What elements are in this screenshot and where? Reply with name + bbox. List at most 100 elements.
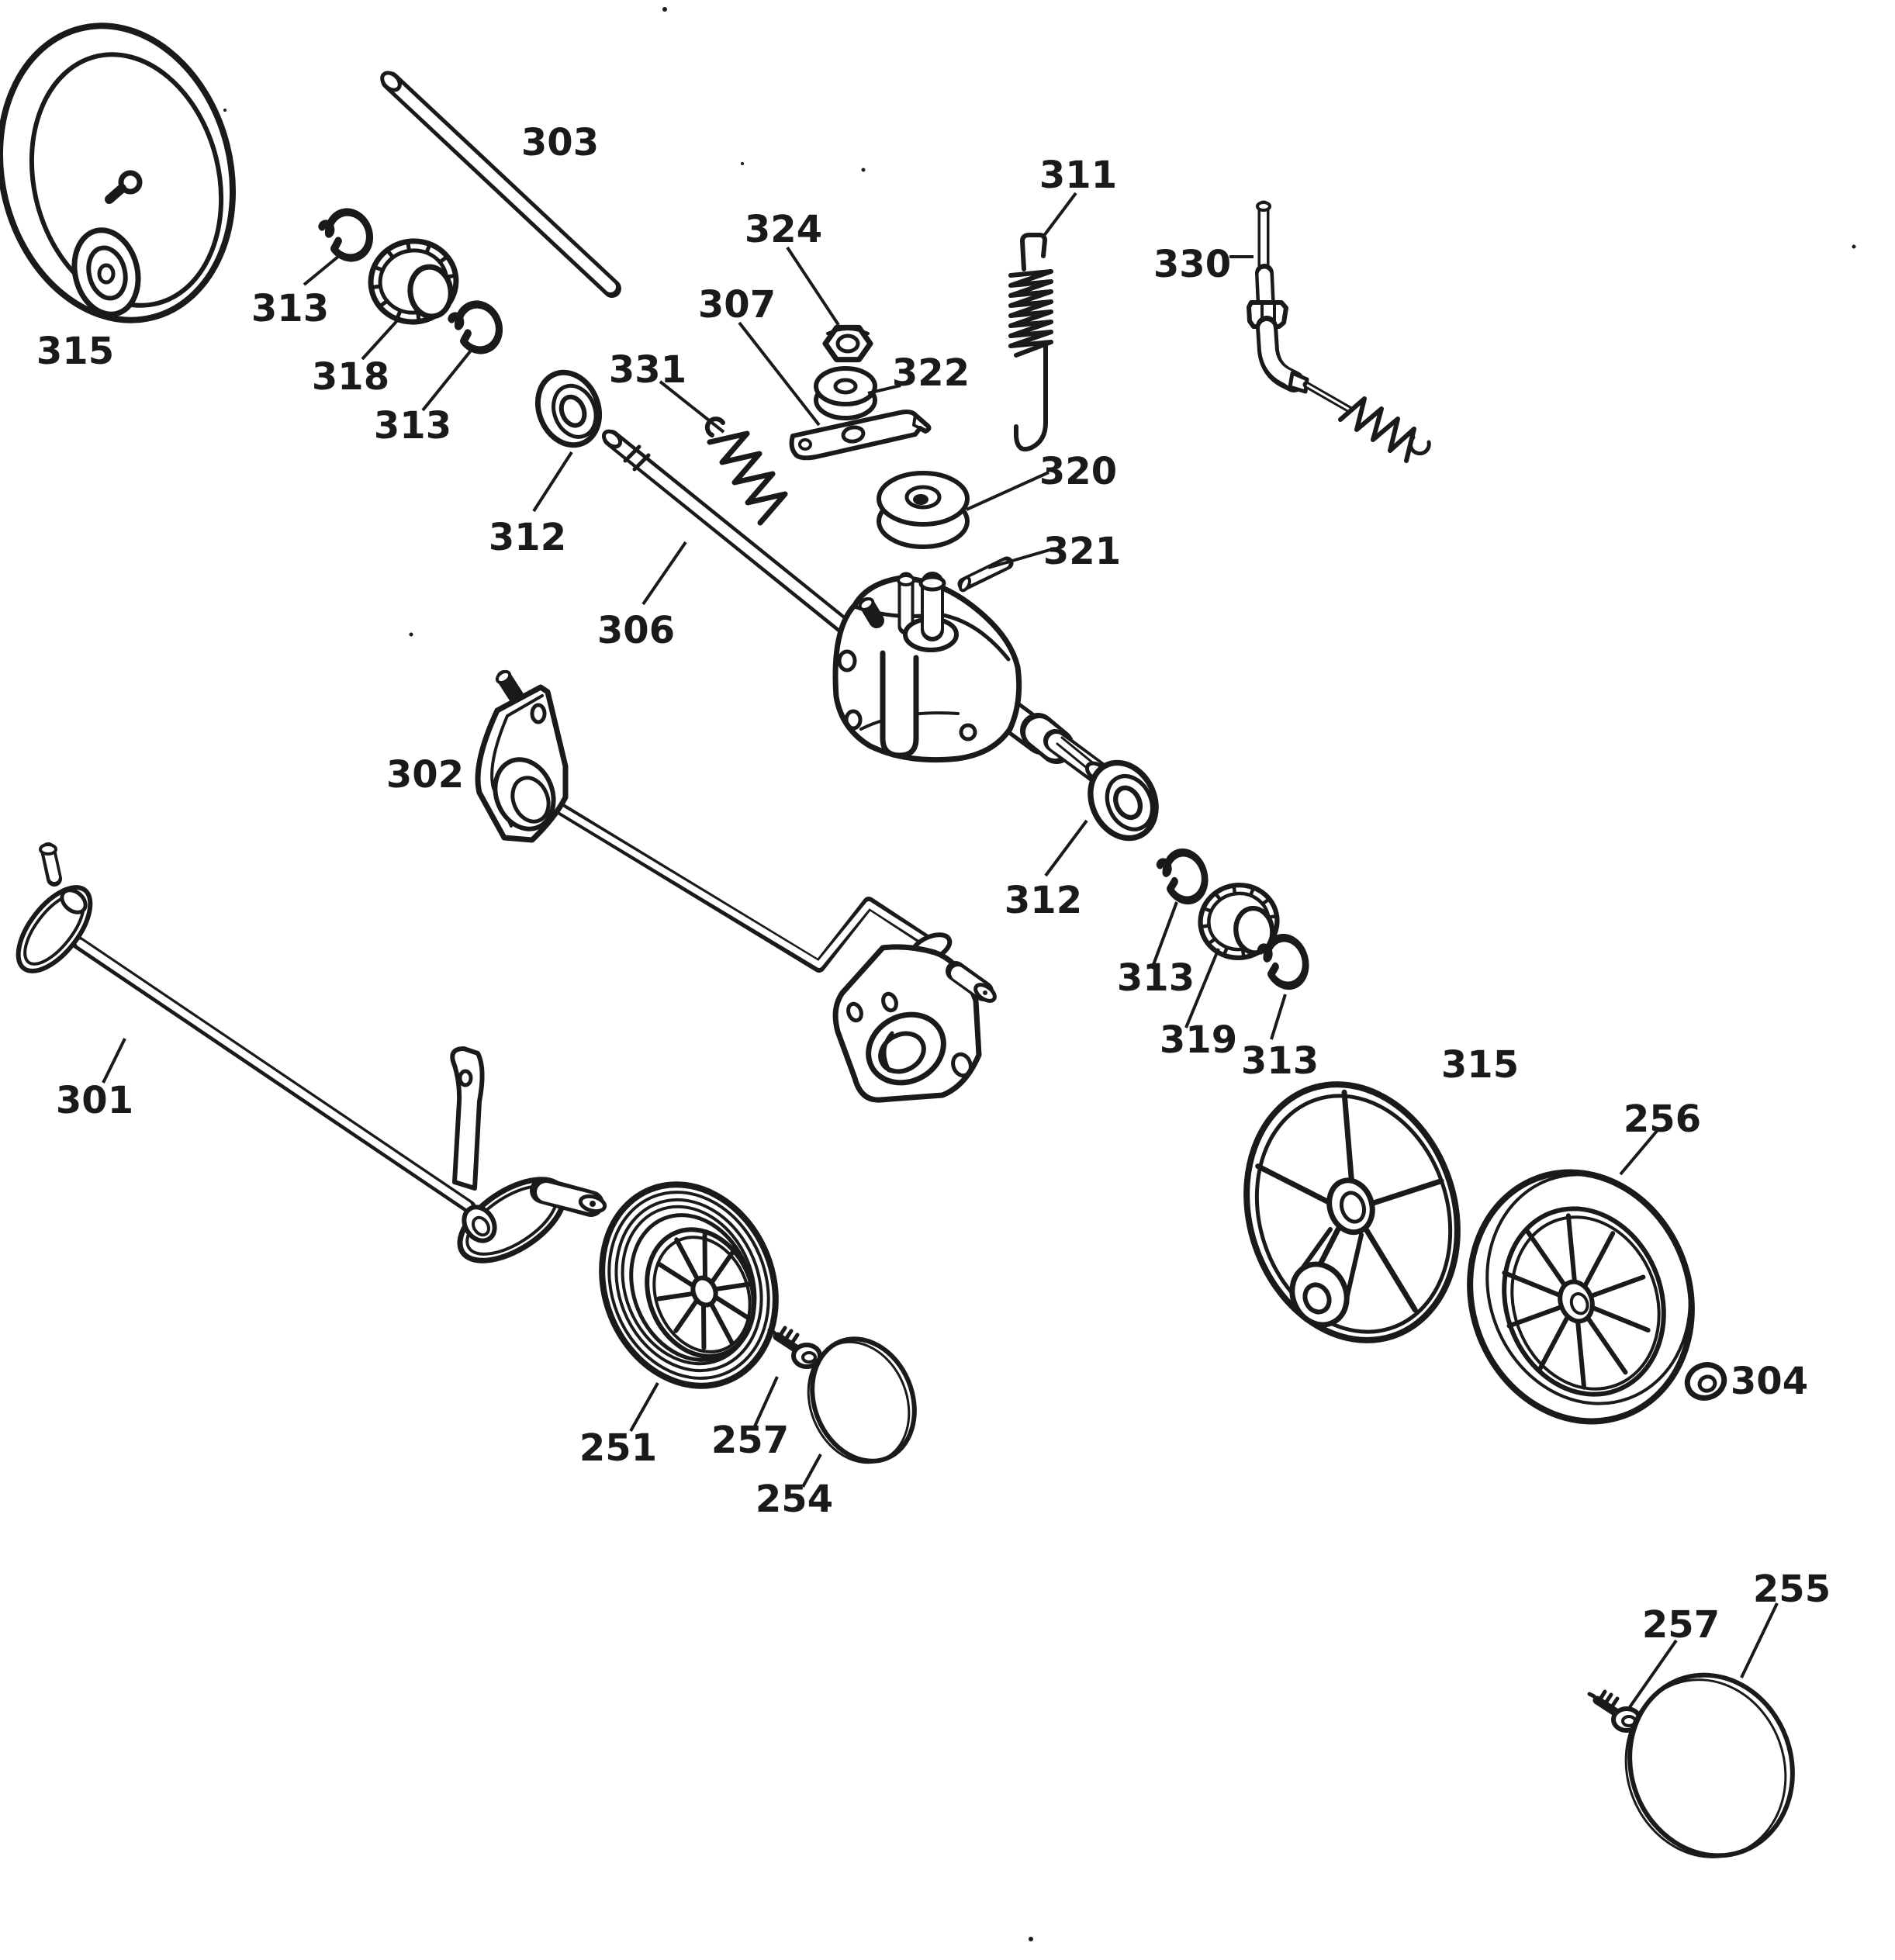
wheel-spokes: [1502, 1213, 1651, 1390]
nut-hex: [822, 324, 873, 363]
cam-disc: [1289, 1261, 1350, 1328]
wheel-hub: [690, 1275, 718, 1308]
callout-313-upper-a: 313: [251, 287, 329, 330]
spring-coils: [1008, 269, 1053, 358]
left-flange-hub: [60, 888, 88, 914]
right-flange-hub-bore: [472, 1215, 490, 1237]
cable-wire-core: [1306, 384, 1350, 410]
part-pivot-bracket-302: [475, 669, 997, 1103]
callout-leader-lines: [102, 192, 1779, 1709]
callout-307: 307: [698, 283, 776, 327]
tire-sidewall: [1485, 1173, 1692, 1405]
part-grommet-304: [1684, 1362, 1727, 1401]
top-pin-cap: [897, 574, 915, 586]
shaft-core: [607, 434, 884, 659]
speck: [409, 632, 413, 637]
part-bracket-307: [789, 410, 932, 461]
callout-319: 319: [1160, 1018, 1237, 1062]
upper-hub: [493, 757, 556, 831]
callout-331: 331: [609, 348, 686, 392]
cap-edge: [807, 1340, 911, 1464]
part-wheel-cover-315: [0, 22, 237, 323]
callout-322: 322: [892, 351, 970, 395]
callout-labels: 315 313 318 313 303 312 331 306 307 324 …: [36, 121, 1831, 1647]
tread-ring-3: [621, 1205, 757, 1366]
pivot-rod: [551, 800, 943, 973]
callout-313-upper-b: 313: [374, 404, 451, 448]
speck: [1852, 244, 1856, 249]
part-shaft-306: [601, 429, 889, 664]
callout-251: 251: [579, 1426, 657, 1470]
part-screw-257-center: [769, 1328, 820, 1367]
part-retaining-ring-313-c: [1158, 848, 1210, 905]
wheel-spokes: [656, 1232, 752, 1350]
washer-upper: [814, 366, 877, 406]
part-bearing-312-left: [527, 363, 610, 454]
hub-mid: [86, 245, 128, 301]
part-retaining-ring-313-b: [449, 299, 506, 357]
callout-301: 301: [56, 1079, 133, 1122]
spring-bottom-wire: [1014, 343, 1048, 452]
part-pin-321: [957, 556, 1014, 593]
bracket-outline: [789, 410, 932, 461]
spring-coils: [707, 430, 788, 526]
rod-core: [386, 77, 616, 292]
part-washer-322: [814, 366, 877, 420]
tread-ring-1: [607, 1191, 770, 1380]
spoke-lines: [1502, 1213, 1651, 1390]
callout-312-left: 312: [489, 516, 566, 559]
hub-bore: [97, 263, 116, 285]
callout-257-center: 257: [711, 1419, 789, 1462]
lower-stub-hole: [983, 990, 987, 995]
left-flange-outer: [16, 885, 93, 973]
callout-254: 254: [756, 1478, 833, 1521]
upper-hub-bore: [510, 776, 551, 824]
speck: [662, 7, 667, 12]
grommet-bore: [1697, 1374, 1717, 1393]
cable-nose: [1288, 371, 1309, 394]
pulley-bore: [913, 494, 928, 505]
pivot-rod-core: [556, 805, 939, 968]
part-gearbox-assembly: [832, 572, 1109, 784]
part-cable-330: [1247, 200, 1431, 463]
callout-255: 255: [1753, 1568, 1831, 1611]
spoke-lines: [656, 1232, 752, 1350]
callout-312-right: 312: [1005, 879, 1082, 922]
part-wheel-251: [599, 1181, 779, 1389]
front-cylinder: [880, 650, 919, 759]
part-rod-303: [380, 71, 621, 298]
ear-hole-a: [837, 649, 857, 672]
left-stub-core: [44, 849, 59, 882]
input-shaft-cap: [918, 575, 946, 592]
callout-318: 318: [312, 355, 389, 399]
callout-313-lower-b: 313: [1241, 1039, 1319, 1083]
photocopy-specks: [223, 7, 1856, 1941]
part-spring-331: [704, 417, 788, 526]
rim-inner: [1510, 1215, 1661, 1391]
right-stub-hole: [590, 1201, 596, 1207]
grommet-outer: [1684, 1362, 1727, 1401]
callout-320: 320: [1039, 450, 1117, 493]
left-stub-cap: [858, 597, 875, 611]
cover-bolt: [959, 723, 977, 741]
lower-plate-hole-b: [881, 991, 898, 1013]
callout-304: 304: [1731, 1360, 1808, 1403]
lower-plate-hole-c: [951, 1052, 973, 1078]
speck: [861, 168, 866, 172]
speck: [741, 162, 744, 165]
part-spring-311: [1008, 233, 1053, 452]
part-lock-nut-324: [822, 324, 873, 363]
bracket-hook: [912, 413, 923, 430]
callout-313-lower-a: 313: [1117, 956, 1195, 1000]
left-flange-plate: [16, 885, 93, 973]
pin-end-cap: [958, 576, 972, 593]
lower-hub-crescent: [882, 1031, 894, 1073]
nut-bore: [835, 334, 860, 354]
upper-plate-hole: [530, 703, 547, 724]
cover-outer-rim: [0, 22, 237, 323]
part-spoked-disc-315: [1243, 1081, 1461, 1343]
cable-rod-cap: [1256, 201, 1271, 212]
callout-303: 303: [521, 121, 599, 164]
callout-321: 321: [1043, 530, 1121, 573]
